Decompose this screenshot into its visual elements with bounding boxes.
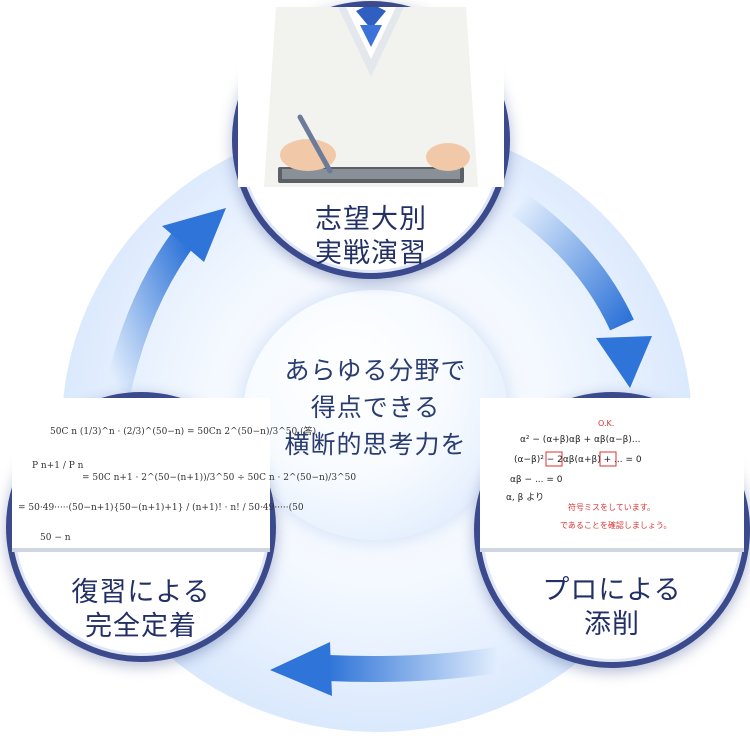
- cycle-arrow-icon: [105, 230, 195, 393]
- node-review-line-1: 復習による: [71, 577, 211, 608]
- node-correction-label: プロによる 添削: [480, 574, 744, 642]
- node-practice-line-1: 志望大別: [315, 204, 427, 235]
- correction-note-1: 符号ミスをしています。: [568, 502, 655, 512]
- node-correction-line-1: プロによる: [542, 575, 682, 606]
- correction-line-2: (α−β)² − 2αβ(α+β) + ... = 0: [514, 455, 642, 465]
- math-row-3: = 50·49·····(50−n+1){50−(n+1)+1} / (n+1)…: [18, 502, 304, 513]
- student-photo: [238, 7, 504, 187]
- node-practice-line-2: 実戦演習: [315, 238, 427, 269]
- center-line-2: 得点できる: [310, 393, 441, 422]
- math-row-2-lhs: P n+1 / P n: [32, 461, 84, 471]
- correction-line-1: α² − (α+β)αβ + αβ(α−β)...: [520, 435, 640, 445]
- cycle-arrow-icon: [162, 208, 226, 262]
- node-review: 50C n (1/3)^n · (2/3)^(50−n) = 50Cn 2^(5…: [6, 392, 356, 662]
- math-solution-sheet: 50C n (1/3)^n · (2/3)^(50−n) = 50Cn 2^(5…: [12, 398, 356, 552]
- cycle-arrow-icon: [596, 336, 652, 388]
- node-correction: O.K. α² − (α+β)αβ + αβ(α−β)... (α−β)² − …: [474, 392, 750, 668]
- math-row-1: 50C n (1/3)^n · (2/3)^(50−n) = 50Cn 2^(5…: [50, 425, 316, 437]
- node-practice: 志望大別 実戦演習: [232, 1, 510, 279]
- center-bubble: [243, 290, 508, 540]
- correction-mark: [599, 451, 617, 467]
- center-line-1: あらゆる分野で: [284, 356, 467, 385]
- correction-line-4: α, β より: [506, 492, 544, 503]
- center-message: あらゆる分野で 得点できる 横断的思考力を: [243, 352, 508, 463]
- node-practice-label: 志望大別 実戦演習: [238, 203, 504, 271]
- correction-sheet: O.K. α² − (α+β)αβ + αβ(α−β)... (α−β)² − …: [480, 398, 744, 552]
- math-row-2-rhs: = 50C n+1 · 2^(50−(n+1))/3^50 ÷ 50C n · …: [82, 472, 356, 483]
- math-row-4: 50 − n: [40, 533, 71, 543]
- cycle-arrow-icon: [512, 194, 634, 331]
- correction-note-2: であることを確認しましょう。: [560, 520, 671, 530]
- correction-mark: [545, 451, 563, 467]
- correction-ok: O.K.: [598, 419, 614, 428]
- node-review-line-2: 完全定着: [85, 611, 197, 642]
- cycle-arrow-icon: [270, 642, 332, 696]
- cycle-arrow-icon: [327, 647, 500, 682]
- node-correction-line-2: 添削: [584, 609, 640, 640]
- center-line-3: 横断的思考力を: [284, 430, 467, 459]
- node-review-label: 復習による 完全定着: [12, 576, 270, 644]
- correction-line-3: αβ − ... = 0: [510, 475, 563, 485]
